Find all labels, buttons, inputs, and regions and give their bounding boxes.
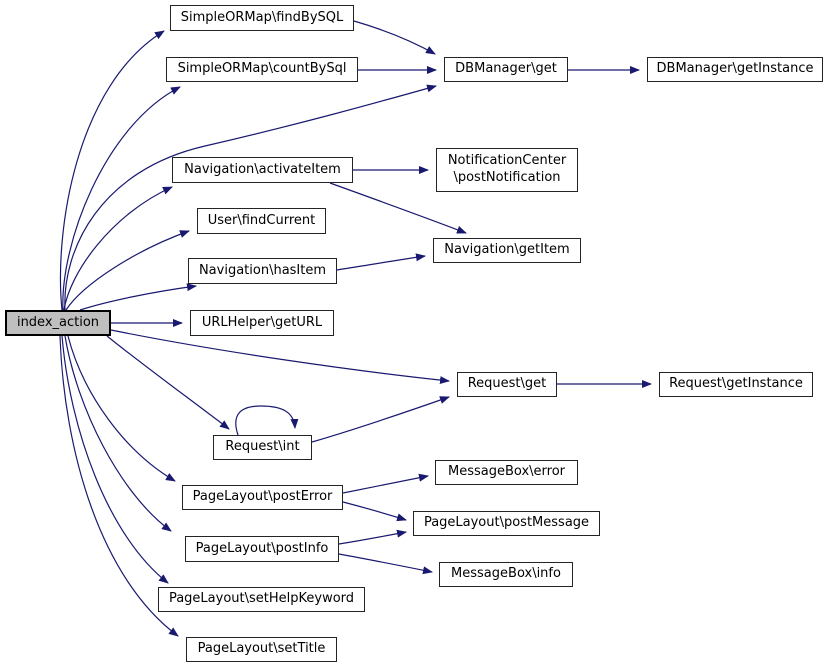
- edge-pagelayout-posterror-to-pagelayout-postmessage: [342, 501, 407, 522]
- node-pagelayout-postmessage[interactable]: PageLayout\postMessage: [413, 511, 600, 536]
- edge-index-action-to-pagelayout-settitle: [59, 335, 179, 637]
- edge-pagelayout-posterror-to-messagebox-error: [342, 473, 429, 494]
- node-urlhelper-geturl[interactable]: URLHelper\getURL: [190, 310, 334, 336]
- edge-index-action-to-request-get: [110, 329, 450, 385]
- edge-index-action-to-pagelayout-sethelpkeyword: [61, 335, 169, 584]
- node-pagelayout-settitle[interactable]: PageLayout\setTitle: [186, 637, 337, 662]
- edge-request-int-to-request-get: [311, 396, 450, 443]
- edge-index-action-to-pagelayout-posterror: [67, 335, 176, 482]
- edge-index-action-to-request-int: [106, 335, 230, 430]
- node-pagelayout-sethelpkeyword[interactable]: PageLayout\setHelpKeyword: [158, 587, 365, 612]
- edge-index-action-to-simpleormap-countbysql: [62, 86, 181, 311]
- node-index-action[interactable]: index_action: [5, 310, 111, 336]
- edge-index-action-to-dbmanager-get: [64, 84, 437, 311]
- node-dbmanager-getinstance[interactable]: DBManager\getInstance: [647, 57, 823, 82]
- node-pagelayout-posterror[interactable]: PageLayout\postError: [182, 485, 343, 510]
- edge-request-int-to-request-int: [235, 405, 299, 436]
- node-messagebox-error[interactable]: MessageBox\error: [435, 460, 578, 485]
- edge-index-action-to-navigation-hasitem: [79, 283, 197, 311]
- edge-pagelayout-postinfo-to-pagelayout-postmessage: [338, 529, 407, 545]
- node-simpleormap-findbysql[interactable]: SimpleORMap\findBySQL: [170, 5, 354, 31]
- edge-simpleormap-findbysql-to-dbmanager-get: [353, 20, 436, 55]
- edge-navigation-hasitem-to-navigation-getitem: [336, 253, 426, 271]
- node-request-get[interactable]: Request\get: [457, 372, 557, 397]
- edge-index-action-to-user-findcurrent: [65, 230, 190, 311]
- edge-index-action-to-simpleormap-findbysql: [59, 30, 165, 311]
- node-request-int[interactable]: Request\int: [213, 435, 312, 460]
- edge-index-action-to-navigation-activateitem: [63, 186, 173, 311]
- edge-group: [59, 20, 652, 637]
- node-user-findcurrent[interactable]: User\findCurrent: [197, 208, 326, 234]
- edge-pagelayout-postinfo-to-messagebox-info: [338, 553, 433, 575]
- edge-navigation-activateitem-to-navigation-getitem: [329, 182, 467, 234]
- edge-index-action-to-pagelayout-postinfo: [64, 335, 172, 532]
- node-pagelayout-postinfo[interactable]: PageLayout\postInfo: [185, 536, 339, 562]
- node-navigation-activateitem[interactable]: Navigation\activateItem: [172, 157, 353, 183]
- node-notificationcenter-postnotification[interactable]: NotificationCenter \postNotification: [436, 148, 578, 192]
- node-navigation-getitem[interactable]: Navigation\getItem: [433, 238, 581, 263]
- node-dbmanager-get[interactable]: DBManager\get: [444, 57, 568, 82]
- node-messagebox-info[interactable]: MessageBox\info: [439, 562, 573, 587]
- node-simpleormap-countbysql[interactable]: SimpleORMap\countBySql: [166, 57, 358, 82]
- node-navigation-hasitem[interactable]: Navigation\hasItem: [188, 258, 337, 284]
- node-request-getinstance[interactable]: Request\getInstance: [659, 372, 813, 397]
